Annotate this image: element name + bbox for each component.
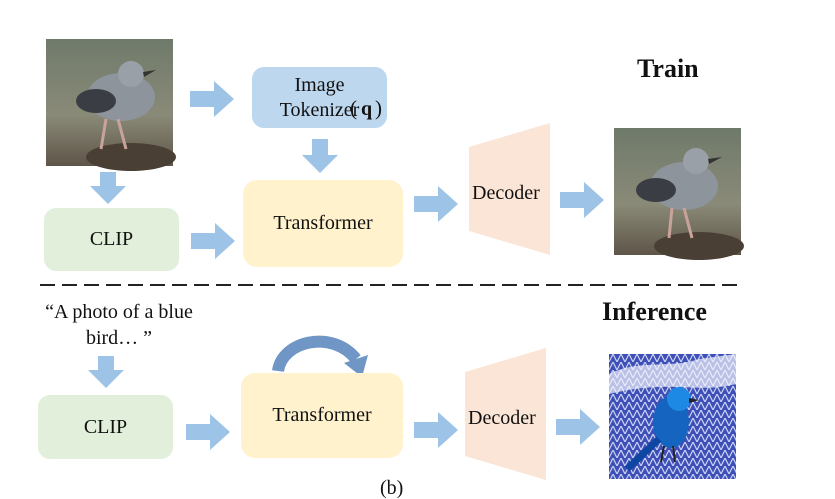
arrow-decoder-to-output xyxy=(560,182,604,218)
section-divider xyxy=(40,284,740,286)
tokenizer-paren-open: ( xyxy=(350,96,357,120)
inference-clip-label: CLIP xyxy=(83,415,128,438)
train-title: Train xyxy=(637,54,699,83)
train-output-image xyxy=(614,128,744,260)
arrow-clip-to-transformer xyxy=(191,223,235,259)
image-tokenizer-box: Image Tokenizer xyxy=(252,67,387,128)
arrow-inference-clip-to-transformer xyxy=(186,414,230,450)
inference-decoder-shape xyxy=(465,348,546,480)
inference-clip-box: CLIP xyxy=(38,395,173,459)
arrow-inference-transformer-to-decoder xyxy=(414,412,458,448)
train-decoder-shape xyxy=(469,123,550,255)
train-decoder-label: Decoder xyxy=(472,182,540,204)
arrow-image-to-tokenizer xyxy=(190,81,234,117)
inference-decoder-label: Decoder xyxy=(468,407,536,429)
inference-title: Inference xyxy=(602,297,707,326)
train-transformer-label: Transformer xyxy=(273,212,373,234)
arrow-inference-decoder-to-output xyxy=(556,409,600,445)
train-clip-box: CLIP xyxy=(44,208,179,271)
tokenizer-symbol: q xyxy=(361,98,373,120)
inference-transformer-label: Transformer xyxy=(272,404,372,426)
train-clip-label: CLIP xyxy=(89,228,134,250)
train-transformer-box: Transformer xyxy=(243,180,403,267)
figure-caption: (b) xyxy=(380,477,404,499)
arrow-image-to-clip xyxy=(90,172,126,204)
tokenizer-paren-close: ) xyxy=(375,96,382,120)
arrow-prompt-to-clip xyxy=(88,356,124,388)
arrow-tokenizer-to-transformer xyxy=(302,139,338,173)
inference-prompt: “A photo of a blue bird… ” xyxy=(45,301,193,349)
train-input-image xyxy=(46,39,176,171)
image-tokenizer-label: Image Tokenizer xyxy=(279,73,360,121)
inference-transformer-box: Transformer xyxy=(241,373,403,458)
inference-output-image xyxy=(609,354,736,479)
arrow-transformer-to-decoder xyxy=(414,186,458,222)
autoregressive-loop-arrow xyxy=(272,335,368,377)
